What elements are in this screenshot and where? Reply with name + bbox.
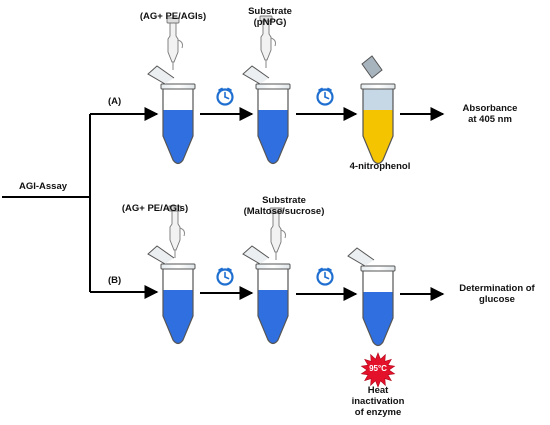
row-a-result-line2: at 405 nm bbox=[468, 113, 512, 125]
row-b-substrate-line1: Substrate bbox=[262, 195, 306, 206]
tube-b2-icon bbox=[242, 245, 291, 345]
clock-icon bbox=[316, 87, 334, 106]
tube-b3-icon bbox=[347, 247, 396, 347]
clock-icon bbox=[216, 87, 234, 106]
tube-b1-icon bbox=[147, 245, 196, 345]
row-b-result-line2: glucose bbox=[479, 293, 515, 305]
tube-a3-icon bbox=[360, 55, 396, 165]
row-a-substrate-line1: Substrate bbox=[248, 6, 292, 17]
heat-label-line2: inactivation bbox=[351, 395, 405, 407]
row-b-label: (B) bbox=[108, 275, 122, 286]
row-b-step1-label: (AG+ PE/AGIs) bbox=[121, 203, 189, 214]
row-b-result-label: Determination of glucose bbox=[452, 283, 542, 306]
row-b-substrate-line2: (Maltose/sucrose) bbox=[243, 205, 325, 217]
heat-label-line1: Heat bbox=[367, 385, 389, 396]
row-a-result-label: Absorbance at 405 nm bbox=[450, 103, 530, 126]
root-label: AGI-Assay bbox=[18, 181, 68, 192]
row-a-substrate-line2: (pNPG) bbox=[253, 16, 287, 28]
row-a-substrate-label: Substrate (pNPG) bbox=[230, 6, 310, 29]
product-label: 4-nitrophenol bbox=[349, 161, 411, 172]
heat-label: Heat inactivation of enzyme bbox=[345, 385, 411, 419]
heat-label-line3: of enzyme bbox=[354, 406, 402, 418]
row-b-substrate-label: Substrate (Maltose/sucrose) bbox=[236, 195, 332, 218]
heat-burst-icon bbox=[360, 352, 396, 388]
heat-badge-label: 95°C bbox=[369, 364, 387, 373]
clock-icon bbox=[316, 267, 334, 286]
pipette-icon bbox=[166, 17, 184, 71]
clock-icon bbox=[216, 267, 234, 286]
row-b-result-line1: Determination of bbox=[459, 283, 535, 294]
row-a-result-line1: Absorbance bbox=[462, 103, 518, 114]
row-a-label: (A) bbox=[108, 96, 122, 107]
row-a-step1-label: (AG+ PE/AGIs) bbox=[139, 11, 207, 22]
